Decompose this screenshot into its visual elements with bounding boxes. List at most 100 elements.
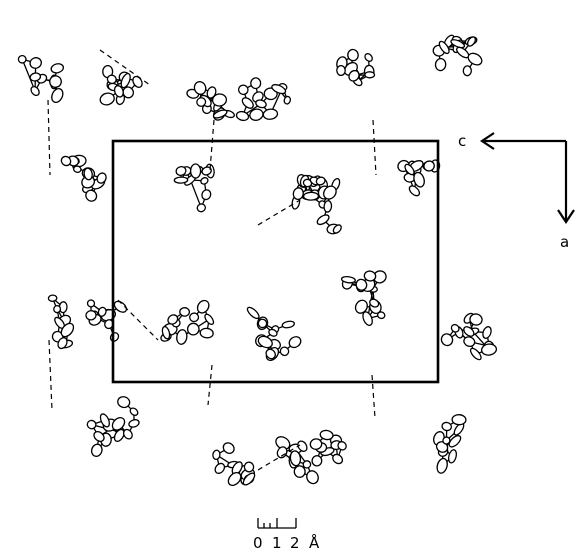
atom-ellipsoid [279,346,290,357]
atom-ellipsoid [57,337,68,350]
atom-ellipsoid [242,472,256,486]
atom-ellipsoid [175,166,187,176]
atom-ellipsoid [72,165,82,173]
atom-ellipsoid [85,189,98,202]
atom-ellipsoid [206,86,217,99]
atom-ellipsoid [129,407,139,416]
atom-ellipsoid [179,307,191,317]
atom-ellipsoid [323,200,333,213]
a-axis-arrowhead [557,209,575,224]
atom-ellipsoid [29,57,42,69]
atom-ellipsoid [200,177,209,185]
atom-ellipsoid [309,438,323,450]
atom-ellipsoid [85,310,97,321]
atom-ellipsoid [193,81,207,95]
atom-ellipsoid [196,299,210,314]
atom-ellipsoid [347,48,359,62]
atom-ellipsoid [176,329,188,345]
atom-ellipsoid [90,443,103,457]
hydrogen-bond [257,199,301,226]
atom-ellipsoid [17,54,27,64]
c-axis-label: c [458,132,466,150]
atom-ellipsoid [315,176,326,186]
atom-ellipsoid [336,64,346,77]
atom-ellipsoid [306,470,319,485]
atom-ellipsoid [268,328,278,337]
atom-ellipsoid [302,178,313,188]
atom-ellipsoid [408,185,421,197]
atom-ellipsoid [250,77,262,90]
atom-ellipsoid [86,419,97,430]
atom-ellipsoid [462,65,472,77]
a-axis-label: a [560,233,569,251]
atom-ellipsoid [450,323,460,333]
atom-ellipsoid [467,52,483,66]
atom-ellipsoid [83,167,93,181]
atom-ellipsoid [189,163,202,179]
atom-ellipsoid [340,275,356,284]
atom-ellipsoid [122,428,133,440]
atom-ellipsoid [442,436,451,445]
hydrogen-bond [117,299,159,341]
atom-ellipsoid [60,155,72,167]
atom-ellipsoid [297,440,308,452]
atom-ellipsoid [281,320,295,329]
atom-ellipsoid [293,465,306,478]
atom-ellipsoid [447,449,458,464]
atom-ellipsoid [201,189,212,201]
scale-label-1: 1 [272,534,282,552]
atom-ellipsoid [47,294,58,302]
atom-ellipsoid [29,72,42,82]
scale-bar [257,518,297,529]
atom-ellipsoid [214,462,226,474]
atom-ellipsoid [111,416,126,431]
atom-ellipsoid [212,449,221,461]
atom-ellipsoid [257,318,268,329]
atom-ellipsoid [255,99,267,109]
atom-ellipsoid [348,69,360,82]
atom-ellipsoid [49,75,62,88]
atom-ellipsoid [323,185,337,200]
atom-ellipsoid [99,413,110,428]
atom-ellipsoid [276,446,288,459]
atom-ellipsoid [204,313,215,325]
c-axis-arrowhead [480,132,495,150]
atom-ellipsoid [364,53,373,62]
atom-ellipsoid [434,57,447,72]
atom-ellipsoid [271,84,287,95]
atom-ellipsoid [337,441,347,451]
atom-ellipsoid [332,453,344,465]
hydrogen-bond [47,99,51,176]
atom-ellipsoid [30,85,40,97]
atom-ellipsoid [480,343,498,356]
atomic-bond [189,179,202,209]
atom-ellipsoid [211,93,228,107]
atom-ellipsoid [482,326,492,339]
atom-ellipsoid [93,430,105,443]
atom-ellipsoid [199,327,214,339]
atom-ellipsoid [292,187,304,201]
atom-ellipsoid [237,84,249,96]
atom-ellipsoid [369,298,380,308]
scale-unit-label: Å [309,533,320,552]
atom-ellipsoid [249,108,264,121]
atom-ellipsoid [404,163,415,176]
atom-ellipsoid [60,322,75,338]
atom-ellipsoid [262,108,279,120]
atom-ellipsoid [463,326,475,337]
atom-ellipsoid [117,396,131,409]
hydrogen-bond [257,444,301,471]
scale-label-0: 0 [253,534,263,552]
atom-ellipsoid [106,74,117,85]
atom-ellipsoid [354,299,368,314]
atom-ellipsoid [113,300,128,313]
atom-ellipsoid [265,348,276,360]
atom-ellipsoid [167,314,179,325]
hydrogen-bond [207,364,213,406]
atom-ellipsoid [467,36,476,47]
hydrogen-bond [48,339,53,411]
atom-ellipsoid [99,92,115,106]
hydrogen-bond [372,119,377,176]
atom-ellipsoid [97,306,107,317]
